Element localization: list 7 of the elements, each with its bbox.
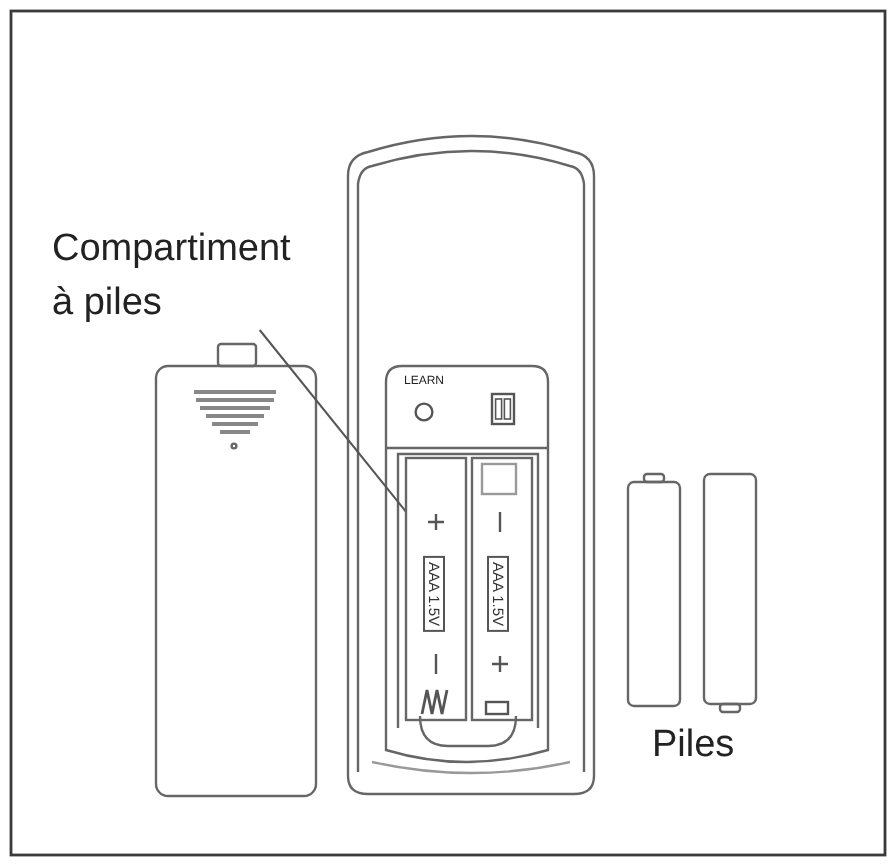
battery-slot xyxy=(404,456,468,722)
battery xyxy=(702,472,758,714)
part-label: Piles xyxy=(652,724,735,770)
callout-label: Compartiment à piles xyxy=(52,222,300,330)
battery-slot xyxy=(470,456,534,722)
leader-line xyxy=(258,329,407,513)
battery xyxy=(626,472,682,708)
